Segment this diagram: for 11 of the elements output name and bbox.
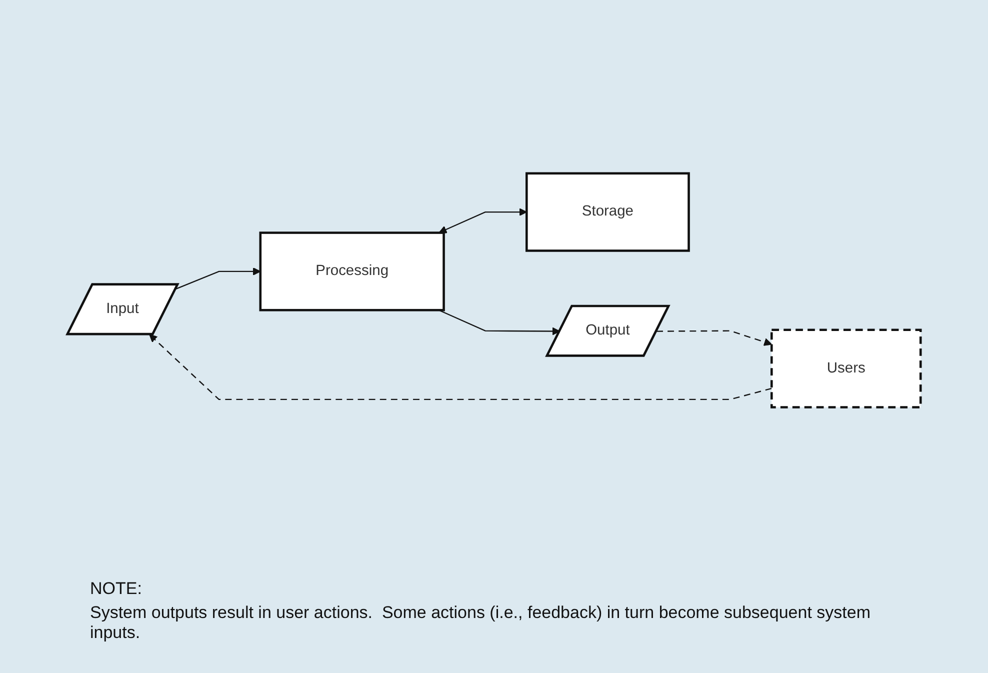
- node-box: [770, 328, 922, 409]
- node-box: [259, 232, 445, 312]
- node-box: [526, 172, 690, 252]
- arrow: [438, 208, 528, 234]
- note-text: NOTE:: [90, 579, 143, 599]
- arrow: [176, 268, 261, 290]
- flowchart: Storage Input Processing Output Users: [60, 166, 928, 415]
- arrow: [149, 334, 772, 400]
- arrow: [656, 330, 772, 346]
- note-text: System outputs result in user actions. Some actions (i.e., feedback) in turn become subsequent system inputs.: [90, 603, 872, 643]
- arrow: [438, 310, 560, 336]
